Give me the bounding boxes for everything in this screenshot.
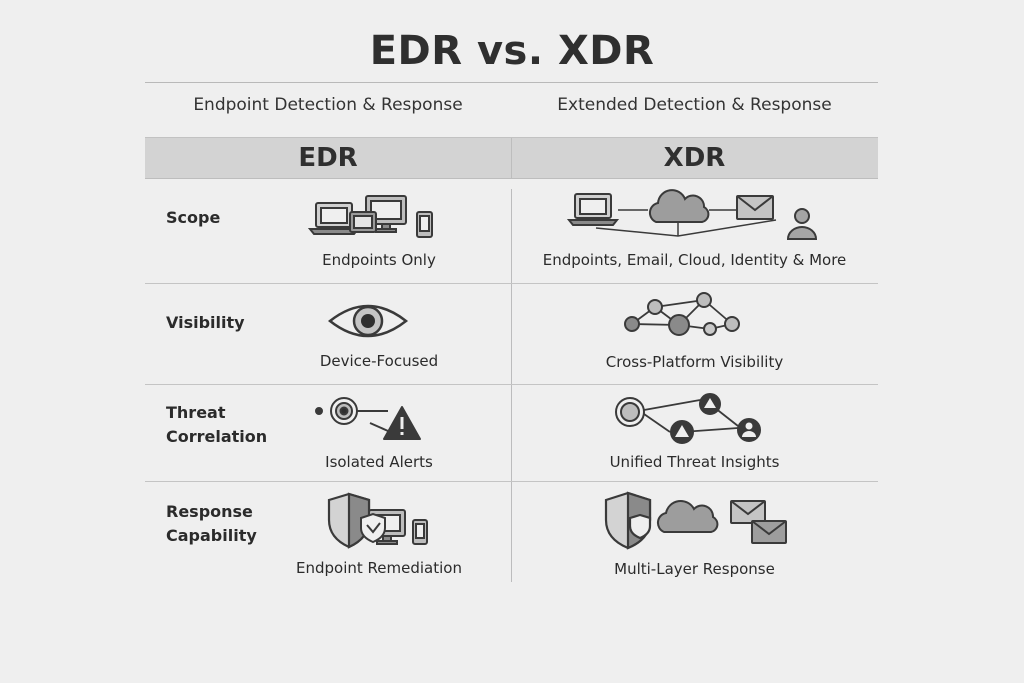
xdr-response-text: Multi-Layer Response — [614, 560, 775, 578]
xdr-visibility-text: Cross-Platform Visibility — [605, 353, 784, 371]
laptop-icon — [566, 193, 620, 226]
edr-threat-text: Isolated Alerts — [325, 453, 433, 471]
email-icon — [730, 500, 766, 524]
edr-isolated-alerts-icon — [315, 397, 421, 440]
warning-icon — [383, 406, 421, 440]
row-label-response-capability: Response Capability — [166, 502, 257, 545]
row-label-visibility: Visibility — [166, 313, 245, 332]
warning-node-icon — [670, 420, 694, 444]
edr-visibility-text: Device-Focused — [319, 352, 439, 370]
threat-correlation-graph-icon — [615, 393, 761, 444]
edr-scope-text: Endpoints Only — [322, 251, 436, 269]
email-icon — [736, 195, 774, 220]
row-divider — [145, 283, 878, 284]
row-label-scope: Scope — [166, 208, 221, 227]
user-node-icon — [737, 418, 761, 442]
subtitle-edr: Endpoint Detection & Response — [193, 95, 463, 115]
header-divider — [511, 138, 512, 178]
warning-node-icon — [699, 393, 721, 415]
xdr-scope-text: Endpoints, Email, Cloud, Identity & More — [542, 251, 847, 269]
smartphone-icon — [416, 211, 433, 238]
network-nodes-icon — [624, 292, 740, 336]
edr-scope-devices-icon — [308, 195, 433, 238]
subtitle-xdr: Extended Detection & Response — [557, 95, 832, 115]
laptop-icon — [308, 202, 361, 235]
xdr-multilayer-response-icon — [604, 491, 787, 550]
shield-check-icon — [360, 512, 386, 544]
email-icon — [751, 520, 787, 544]
edr-response-text: Endpoint Remediation — [296, 559, 462, 577]
xdr-threat-text: Unified Threat Insights — [609, 453, 780, 471]
shield-icon — [604, 491, 652, 550]
xdr-scope-ecosystem-icon — [566, 189, 818, 240]
user-icon — [786, 208, 818, 240]
column-header-xdr: XDR — [663, 143, 726, 173]
cloud-icon — [656, 499, 719, 533]
column-header-edr: EDR — [298, 143, 358, 173]
cloud-icon — [648, 189, 710, 223]
target-icon — [315, 397, 389, 432]
row-divider — [145, 481, 878, 482]
smartphone-icon — [412, 519, 428, 545]
column-divider — [511, 189, 512, 582]
eye-icon — [327, 304, 409, 338]
diagram-title: EDR vs. XDR — [369, 28, 655, 74]
target-icon — [615, 397, 645, 427]
tablet-icon — [349, 211, 377, 233]
row-divider — [145, 384, 878, 385]
column-header-band: EDR XDR — [145, 137, 878, 179]
row-label-threat-correlation: Threat Correlation — [166, 403, 268, 446]
edr-remediation-icon — [327, 492, 428, 549]
title-rule — [145, 82, 878, 83]
